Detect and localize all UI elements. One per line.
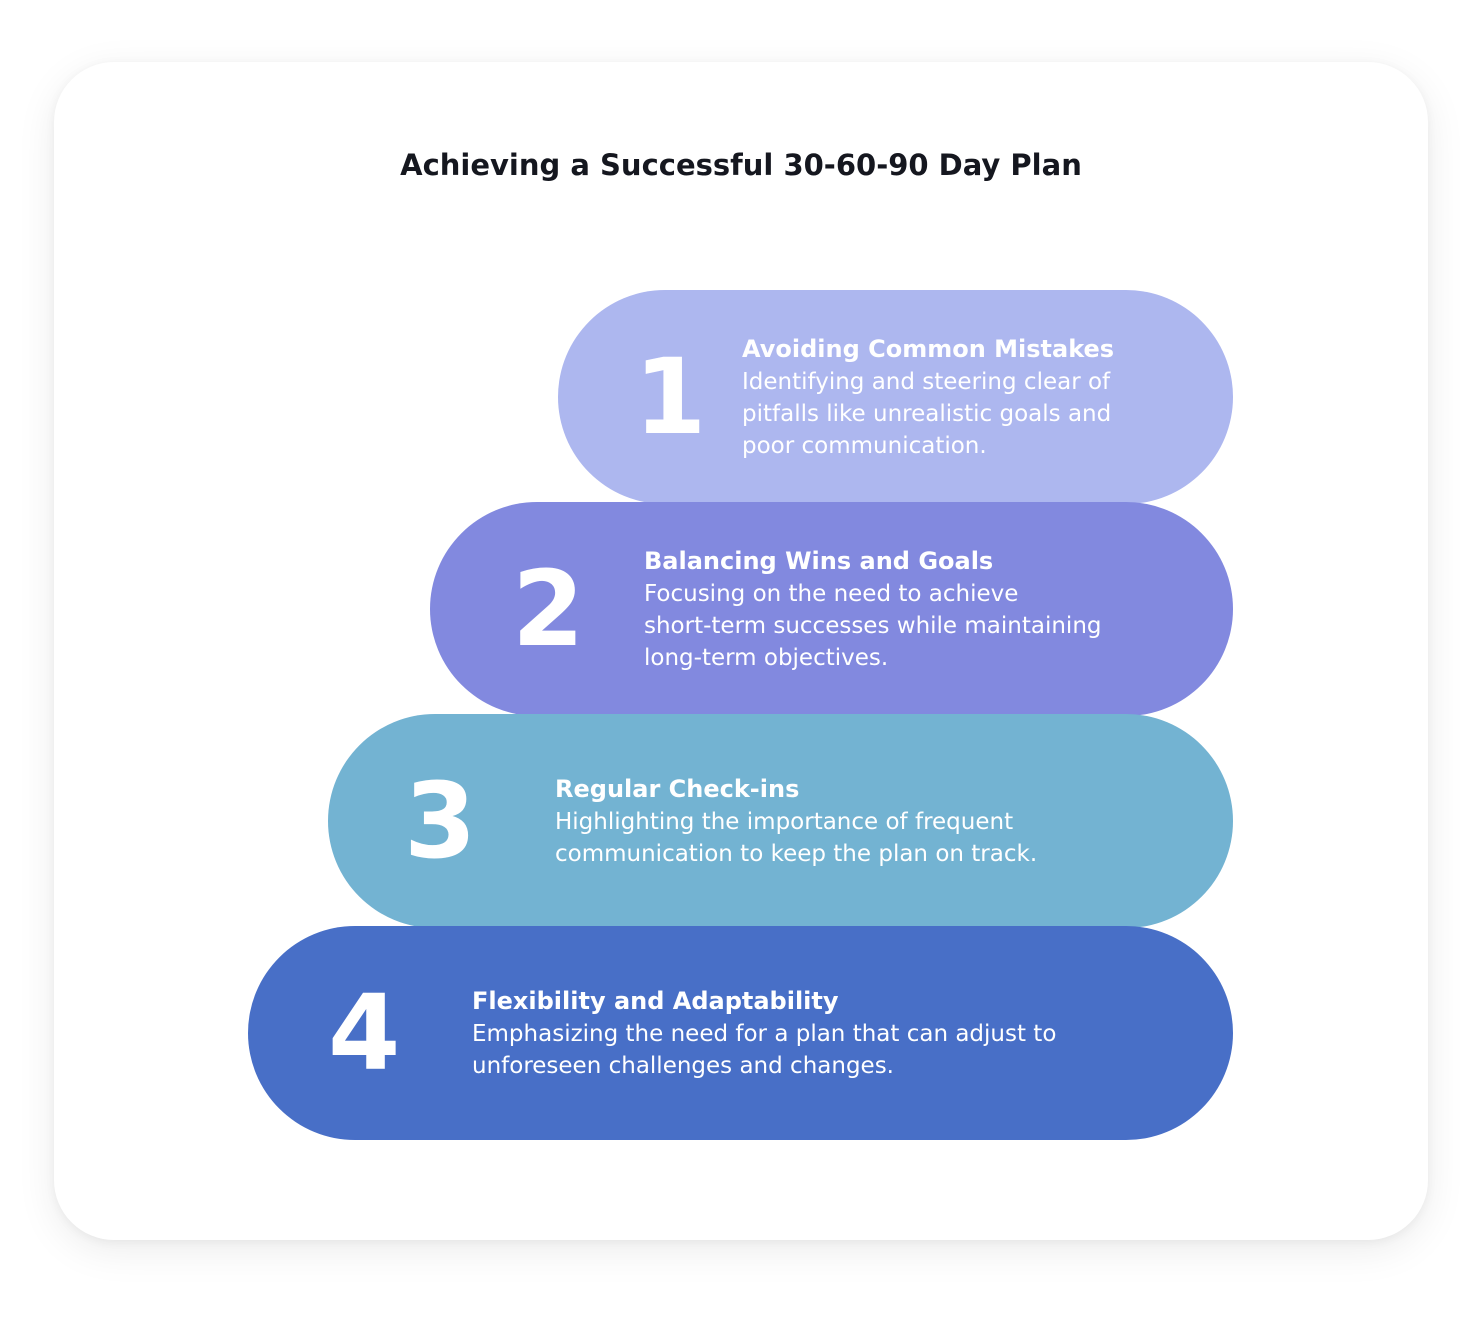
step-description-line: Focusing on the need to achieve	[644, 580, 1019, 607]
page-title: Achieving a Successful 30-60-90 Day Plan	[400, 148, 1082, 182]
step-text: Regular Check-ins Highlighting the impor…	[555, 714, 1155, 928]
step-text: Balancing Wins and Goals Focusing on the…	[644, 502, 1204, 716]
step-description-line: pitfalls like unrealistic goals and	[742, 400, 1112, 427]
step-number: 2	[512, 548, 585, 670]
step-description-line: Identifying and steering clear of	[742, 368, 1111, 395]
step-pill-4: 4 Flexibility and Adaptability Emphasizi…	[248, 926, 1233, 1140]
step-text: Flexibility and Adaptability Emphasizing…	[472, 926, 1172, 1140]
step-heading: Avoiding Common Mistakes	[742, 334, 1115, 363]
step-heading: Flexibility and Adaptability	[472, 986, 839, 1015]
step-description-line: Highlighting the importance of frequent	[555, 808, 1014, 835]
step-description-line: Emphasizing the need for a plan that can…	[472, 1020, 1057, 1047]
step-number: 3	[404, 760, 477, 882]
step-number: 1	[634, 336, 707, 458]
step-description-line: unforeseen challenges and changes.	[472, 1052, 894, 1079]
step-pill-2: 2 Balancing Wins and Goals Focusing on t…	[430, 502, 1233, 716]
step-text: Avoiding Common Mistakes Identifying and…	[742, 290, 1192, 504]
step-pill-1: 1 Avoiding Common Mistakes Identifying a…	[558, 290, 1233, 504]
step-description-line: short-term successes while maintaining	[644, 612, 1102, 639]
step-description-line: communication to keep the plan on track.	[555, 840, 1038, 867]
step-description-line: long-term objectives.	[644, 644, 889, 671]
step-description-line: poor communication.	[742, 432, 987, 459]
step-pill-3: 3 Regular Check-ins Highlighting the imp…	[328, 714, 1233, 928]
step-heading: Balancing Wins and Goals	[644, 546, 994, 575]
step-number: 4	[328, 972, 401, 1094]
step-heading: Regular Check-ins	[555, 774, 800, 803]
